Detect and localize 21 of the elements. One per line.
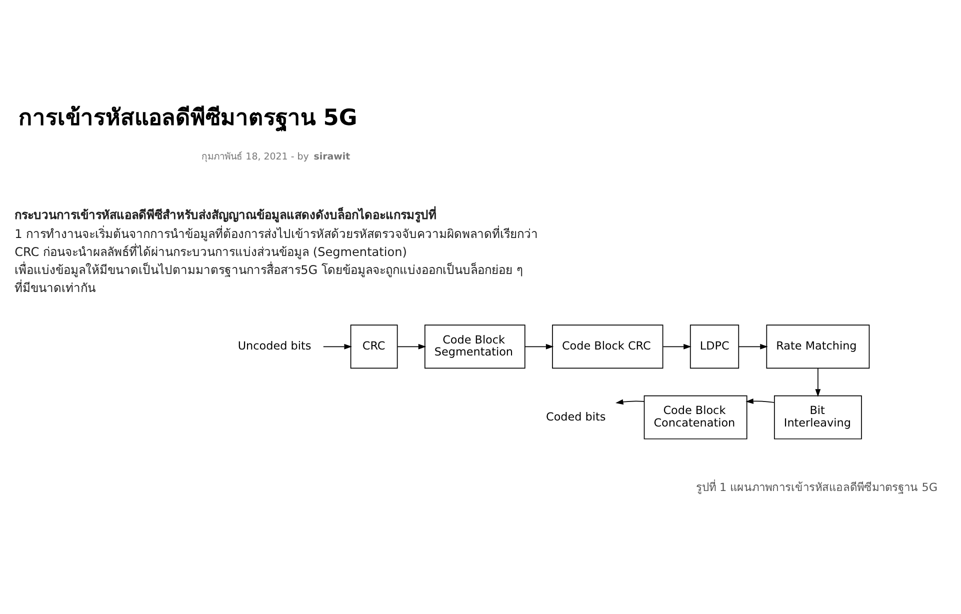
- arrow: [616, 399, 645, 405]
- arrow: [738, 344, 768, 350]
- node-box: Code Block Concatenation: [644, 395, 748, 440]
- arrow: [322, 344, 352, 350]
- arrow: [662, 344, 692, 350]
- arrow: [746, 398, 775, 404]
- arrow: [397, 344, 426, 350]
- diagram-title: การเข้ารหัสแอลดีพีซีมาตรฐาน 5G: [18, 104, 358, 131]
- arrow: [815, 368, 821, 397]
- node-box: Code Block CRC: [552, 324, 664, 369]
- node-box: Bit Interleaving: [774, 395, 862, 440]
- node-box: CRC: [350, 324, 398, 369]
- node-box: LDPC: [690, 324, 740, 369]
- caption: รูปที่ 1 แผนภาพการเข้ารหัสแอลดีพีซีมาตรฐาน 5G: [696, 480, 938, 494]
- node-box: Rate Matching: [766, 324, 870, 369]
- node-text: Uncoded bits: [238, 340, 312, 353]
- label: กระบวนการเข้ารหัสแอลดีพีซีสำหรับส่งสัญญาณข้อมูลแสดงดังบล็อกไดอะแกรมรูปที่ 1 การทำงานจะเริ่มต้นจากการนำข้อมูลที่ต้องการส่งไปเข้ารหัสด้วยรหัสตรวจจับความผิดพลาดที่เรียกว่า CRC ก่อนจะนำผลลัพธ์ที่ได้ผ่านกระบวนการแบ่งส่วนข้อมูล (Segmentation) เพื่อแบ่งข้อมูลให้มีขนาดเป็นไปตามมาตรฐานการสื่อสาร5G โดยข้อมูลจะถูกแบ่งออกเป็นบล็อกย่อย ๆ ที่มีขนาดเท่ากัน: [14, 208, 538, 296]
- node-text: Coded bits: [546, 410, 606, 424]
- label: กุมภาพันธ์ 18, 2021 - by sirawit: [202, 151, 350, 162]
- node-box: Code Block Segmentation: [424, 324, 526, 369]
- arrow: [524, 344, 554, 350]
